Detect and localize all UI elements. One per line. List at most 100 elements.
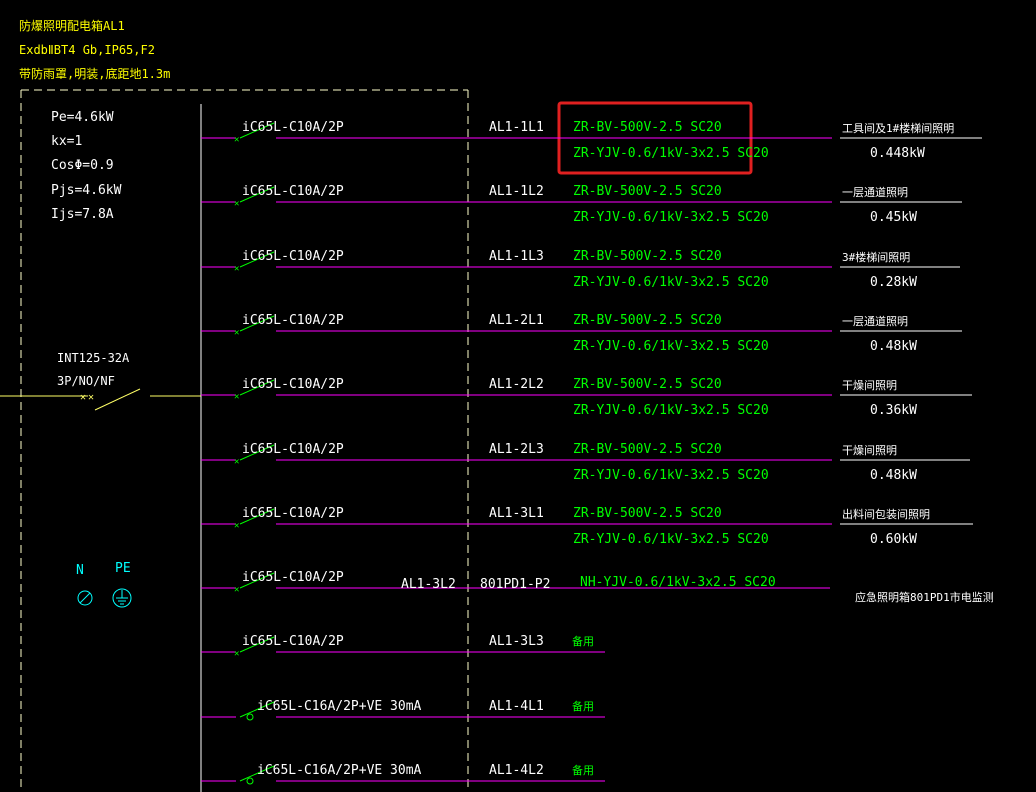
spare-label: 备用 <box>572 764 594 777</box>
load-name: 应急照明箱801PD1市电监测 <box>855 591 994 604</box>
load-power: 0.48kW <box>870 339 917 354</box>
breaker-blade <box>239 572 275 589</box>
breaker-x-mark: ✕ <box>234 392 239 402</box>
load-power: 0.60kW <box>870 532 917 547</box>
load-name: 工具间及1#楼梯间照明 <box>842 122 955 135</box>
cable-spec-1: ZR-BV-500V-2.5 SC20 <box>573 506 722 521</box>
pe-terminal-label: PE <box>115 561 131 576</box>
cable-spec-2: ZR-YJV-0.6/1kV-3x2.5 SC20 <box>573 146 769 161</box>
cable-spec-2: ZR-YJV-0.6/1kV-3x2.5 SC20 <box>573 532 769 547</box>
breaker-label: iC65L-C10A/2P <box>242 249 344 264</box>
breaker-blade <box>239 315 275 332</box>
load-power: 0.28kW <box>870 275 917 290</box>
circuit-id: AL1-2L2 <box>489 377 544 392</box>
load-name: 一层通道照明 <box>842 186 908 199</box>
circuit-id: AL1-4L2 <box>489 763 544 778</box>
circuit-2[interactable]: ✕ <box>201 186 962 209</box>
circuit-3[interactable]: ✕ <box>201 251 960 274</box>
cable-spec-1: ZR-BV-500V-2.5 SC20 <box>573 442 722 457</box>
breaker-label: iC65L-C10A/2P <box>242 506 344 521</box>
breaker-x-mark: ✕ <box>234 328 239 338</box>
breaker-label: iC65L-C16A/2P+VE 30mA <box>257 763 422 778</box>
breaker-label: iC65L-C16A/2P+VE 30mA <box>257 699 422 714</box>
breaker-x-mark: ✕ <box>234 199 239 209</box>
circuit-7[interactable]: ✕ <box>201 508 973 531</box>
load-name: 一层通道照明 <box>842 315 908 328</box>
cable-spec-2: ZR-YJV-0.6/1kV-3x2.5 SC20 <box>573 210 769 225</box>
breaker-blade <box>239 444 275 461</box>
circuit-id: AL1-3L3 <box>489 634 544 649</box>
breaker-label: iC65L-C10A/2P <box>242 120 344 135</box>
cable-spec: NH-YJV-0.6/1kV-3x2.5 SC20 <box>580 575 776 590</box>
cable-spec-1: ZR-BV-500V-2.5 SC20 <box>573 313 722 328</box>
cable-spec-2: ZR-YJV-0.6/1kV-3x2.5 SC20 <box>573 403 769 418</box>
circuit-id: AL1-1L1 <box>489 120 544 135</box>
breaker-label: iC65L-C10A/2P <box>242 377 344 392</box>
spare-label: 备用 <box>572 700 594 713</box>
breaker-label: iC65L-C10A/2P <box>242 634 344 649</box>
breaker-blade <box>239 379 275 396</box>
main-breaker-model: INT125-32A <box>57 351 130 365</box>
breaker-blade <box>239 701 275 718</box>
breaker-blade <box>239 636 275 653</box>
circuit-8[interactable]: ✕ <box>201 572 830 595</box>
load-power: 0.36kW <box>870 403 917 418</box>
panel-frame <box>20 89 469 792</box>
param-cos: CosΦ=0.9 <box>51 158 114 173</box>
cable-spec-1: ZR-BV-500V-2.5 SC20 <box>573 249 722 264</box>
breaker-label: iC65L-C10A/2P <box>242 184 344 199</box>
load-power: 0.448kW <box>870 146 925 161</box>
panel-ex-spec: ExdbⅡBT4 Gb,IP65,F2 <box>19 43 155 57</box>
breaker-x-mark: ✕ <box>234 135 239 145</box>
param-kx: kx=1 <box>51 134 83 149</box>
cable-spec-2: ZR-YJV-0.6/1kV-3x2.5 SC20 <box>573 339 769 354</box>
circuit-id: AL1-4L1 <box>489 699 544 714</box>
breaker-x-mark: ✕ <box>234 585 239 595</box>
circuit-id: AL1-3L2 <box>401 577 456 592</box>
incoming-feeder: ✕ ✕ <box>0 388 201 411</box>
n-terminal-symbol <box>77 590 93 606</box>
cable-spec-1: ZR-BV-500V-2.5 SC20 <box>573 184 722 199</box>
load-name: 3#楼梯间照明 <box>842 251 911 264</box>
breaker-label: iC65L-C10A/2P <box>242 442 344 457</box>
breaker-blade <box>239 508 275 525</box>
breaker-blade <box>239 186 275 203</box>
circuit-11[interactable] <box>201 765 605 785</box>
breaker-x-mark: ✕ <box>234 521 239 531</box>
breaker-blade <box>239 122 275 139</box>
circuit-id: AL1-1L2 <box>489 184 544 199</box>
circuit-4[interactable]: ✕ <box>201 315 962 338</box>
breaker-label: iC65L-C10A/2P <box>242 313 344 328</box>
rcd-symbol <box>246 777 254 785</box>
main-breaker-poles: 3P/NO/NF <box>57 374 115 388</box>
circuit-9[interactable]: ✕ <box>201 636 605 659</box>
circuit-6[interactable]: ✕ <box>201 444 970 467</box>
panel-title: 防爆照明配电箱AL1 <box>19 19 125 33</box>
n-terminal-label: N <box>76 563 84 578</box>
circuit-id-secondary: 801PD1-P2 <box>480 577 551 592</box>
circuit-5[interactable]: ✕ <box>201 379 972 402</box>
main-breaker-x-mark: ✕ <box>80 392 86 403</box>
rcd-symbol <box>246 713 254 721</box>
main-breaker-x-mark-2: ✕ <box>88 392 94 403</box>
load-name: 干燥间照明 <box>842 444 897 457</box>
load-power: 0.48kW <box>870 468 917 483</box>
breaker-x-mark: ✕ <box>234 649 239 659</box>
cable-spec-2: ZR-YJV-0.6/1kV-3x2.5 SC20 <box>573 468 769 483</box>
breaker-label: iC65L-C10A/2P <box>242 570 344 585</box>
panel-install-note: 带防雨罩,明装,底距地1.3m <box>19 67 171 81</box>
breaker-x-mark: ✕ <box>234 264 239 274</box>
load-name: 出料间包装间照明 <box>842 508 930 521</box>
cable-spec-1: ZR-BV-500V-2.5 SC20 <box>573 377 722 392</box>
pe-terminal-symbol <box>112 588 132 608</box>
load-name: 干燥间照明 <box>842 379 897 392</box>
load-power: 0.45kW <box>870 210 917 225</box>
cable-spec-2: ZR-YJV-0.6/1kV-3x2.5 SC20 <box>573 275 769 290</box>
circuit-1[interactable]: ✕ <box>201 122 982 145</box>
breaker-blade <box>239 765 275 782</box>
spare-label: 备用 <box>572 635 594 648</box>
param-pe: Pe=4.6kW <box>51 110 114 125</box>
circuit-10[interactable] <box>201 701 605 721</box>
